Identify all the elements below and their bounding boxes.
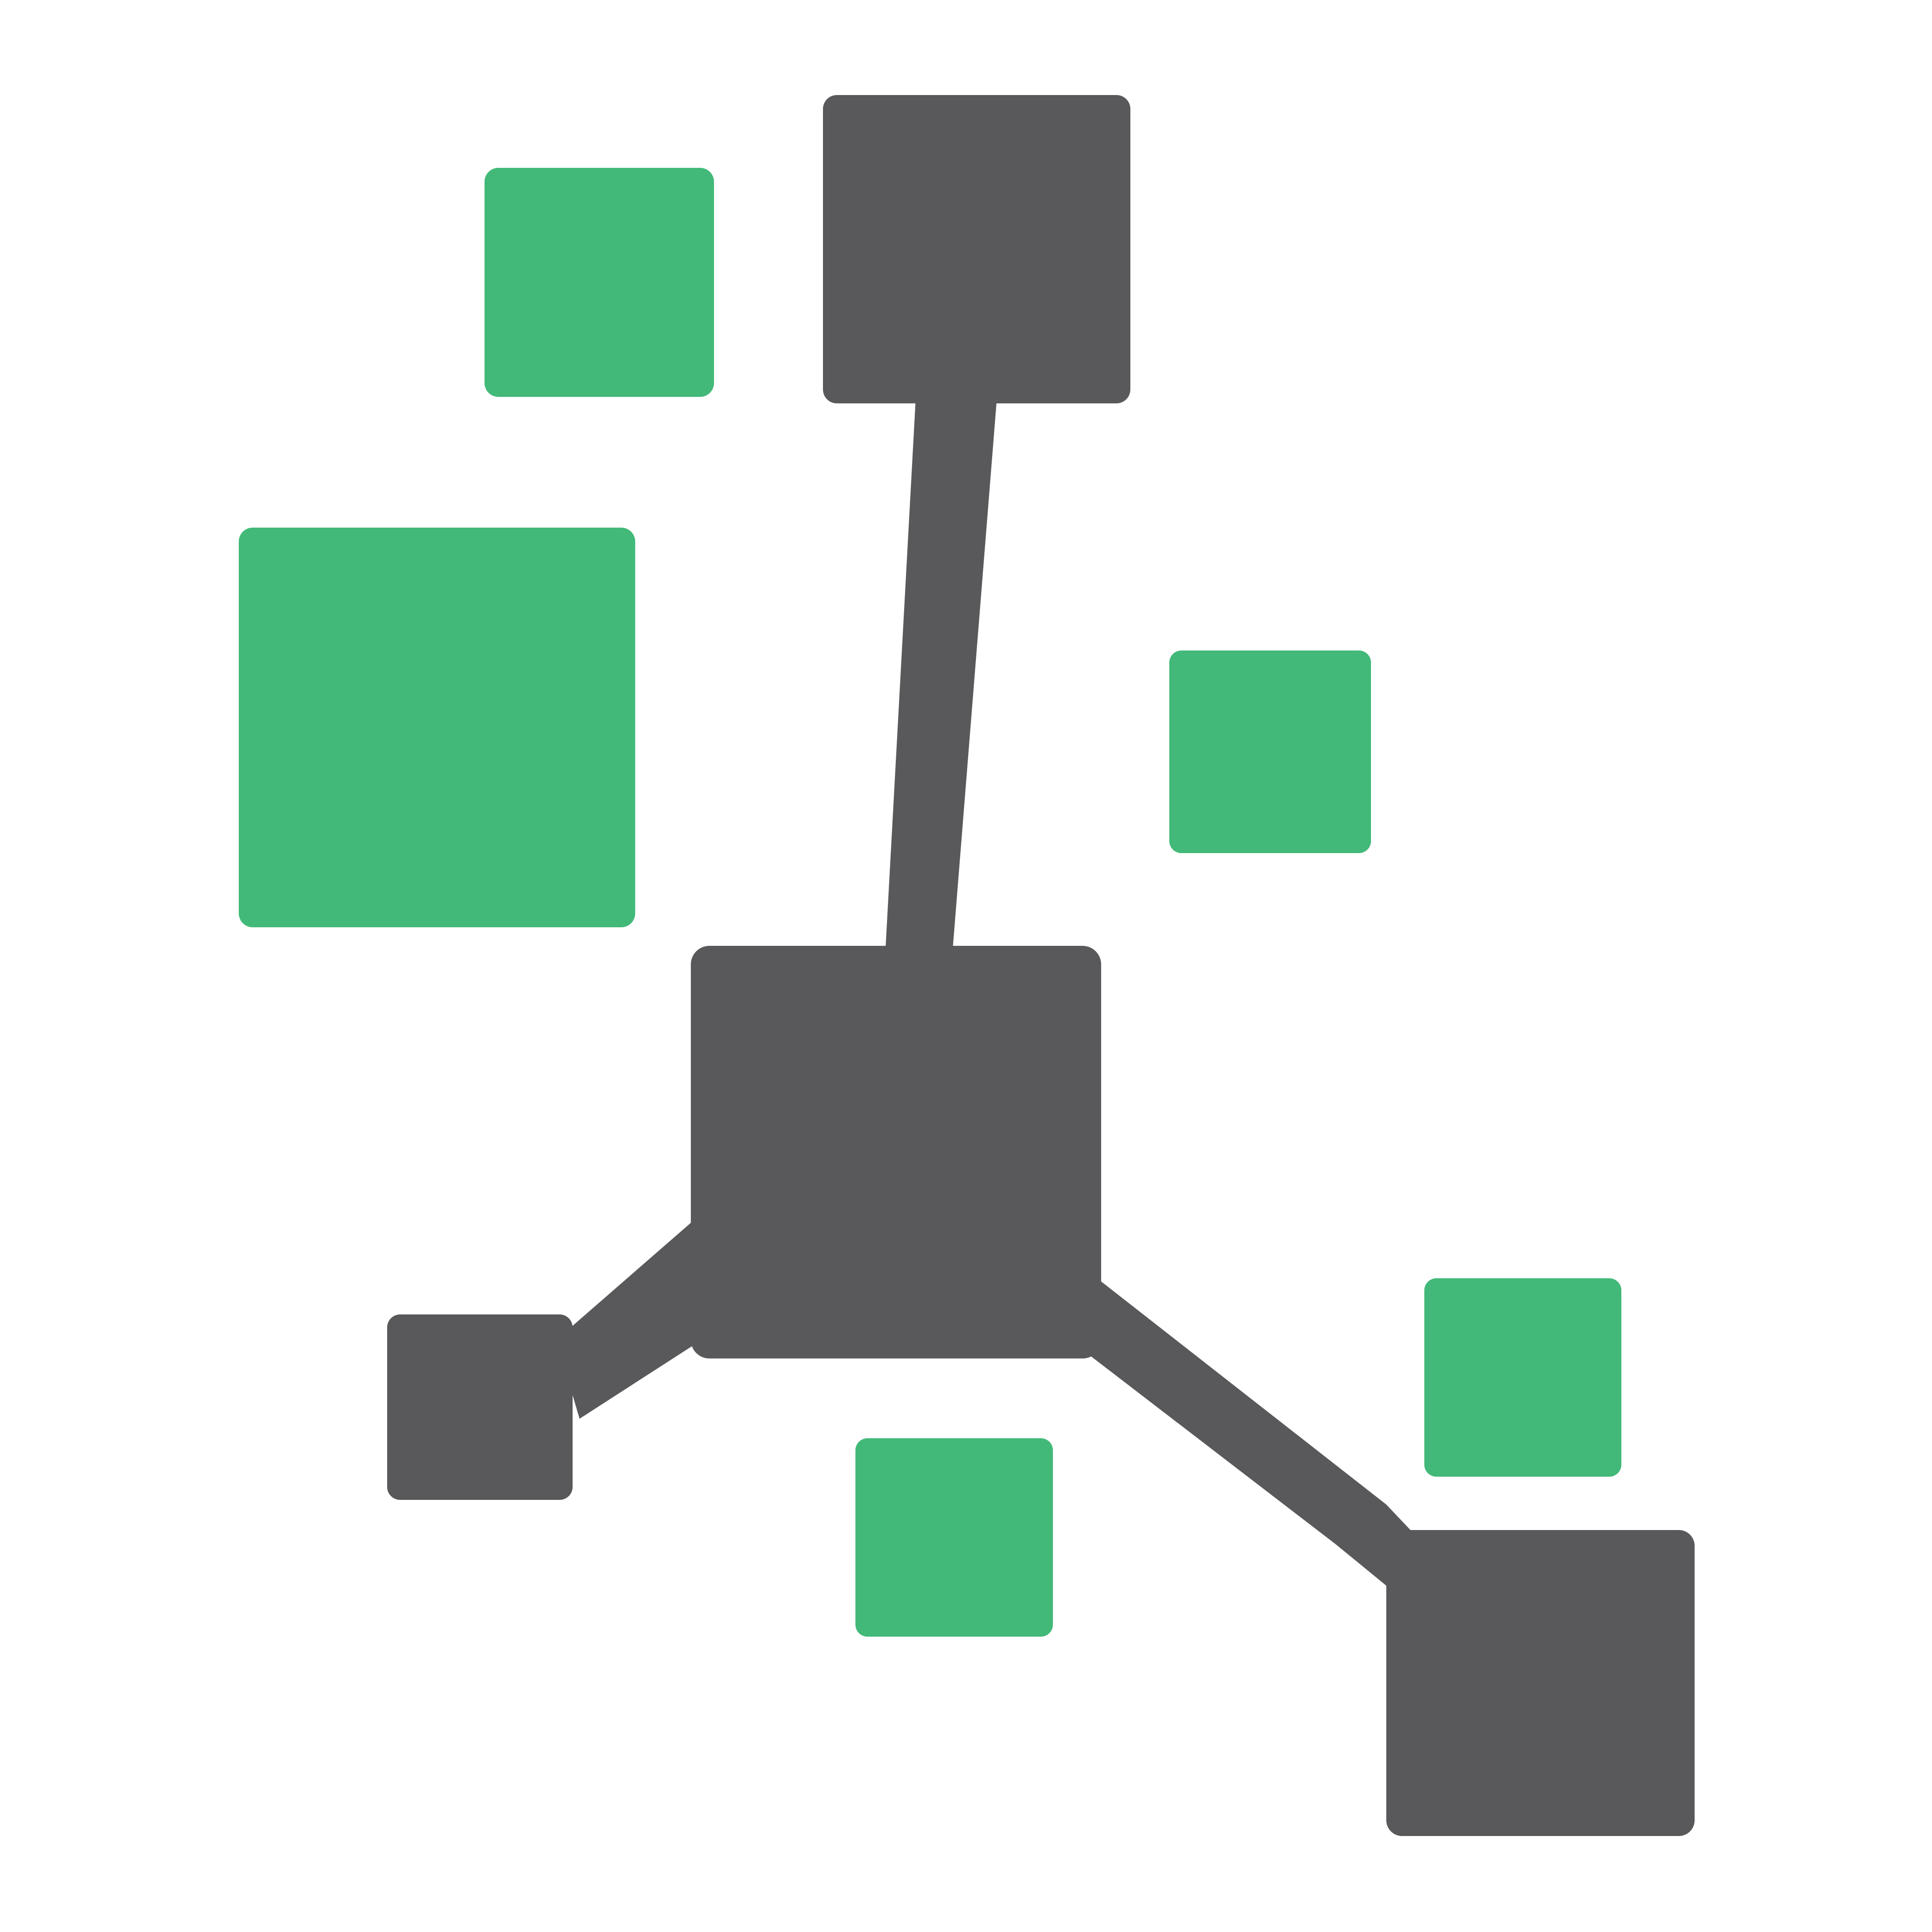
green-square-top	[485, 168, 714, 397]
green-square-right-middle	[1169, 650, 1371, 853]
left-small-node	[387, 1314, 573, 1500]
green-squares	[239, 168, 1621, 1637]
center-hub-node	[691, 946, 1101, 1358]
link-hub-to-bottom-right	[1076, 1280, 1428, 1586]
top-node	[823, 95, 1130, 403]
link-top-to-hub	[886, 399, 997, 948]
green-square-right-lower	[1424, 1278, 1621, 1477]
green-square-bottom-center	[855, 1438, 1053, 1637]
green-square-large-left	[239, 528, 635, 927]
dark-network	[387, 95, 1695, 1836]
bottom-right-node	[1386, 1530, 1695, 1836]
link-hub-to-left	[556, 1215, 723, 1419]
